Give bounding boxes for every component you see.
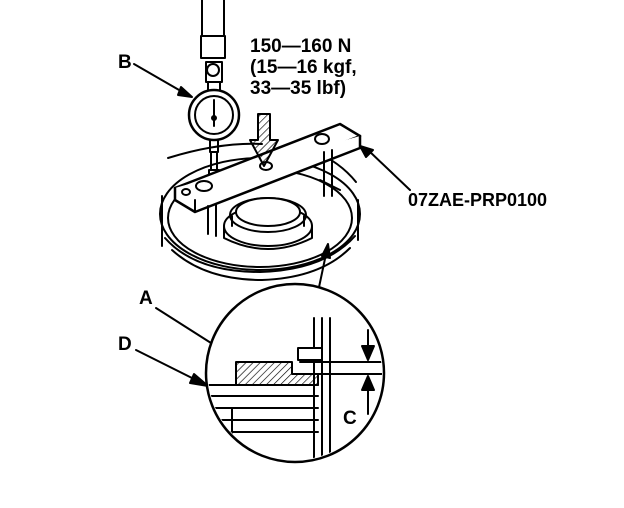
tool-number: 07ZAE-PRP0100 [408,190,548,210]
detail-view [204,282,386,464]
clutch-piston [223,197,313,250]
label-d: D [118,334,132,355]
dial-indicator [187,0,241,179]
force-lbf: 33—35 lbf) [250,78,347,99]
label-c: C [343,408,357,429]
label-a: A [139,288,153,309]
special-tool-bridge [173,122,362,237]
force-arrow [249,113,279,167]
force-newton: 150—160 N [250,36,352,57]
force-kgf: (15—16 kgf, [250,57,357,78]
force-spec: 150—160 N (15—16 kgf, 33—35 lbf) [250,36,357,99]
label-b: B [118,52,132,73]
